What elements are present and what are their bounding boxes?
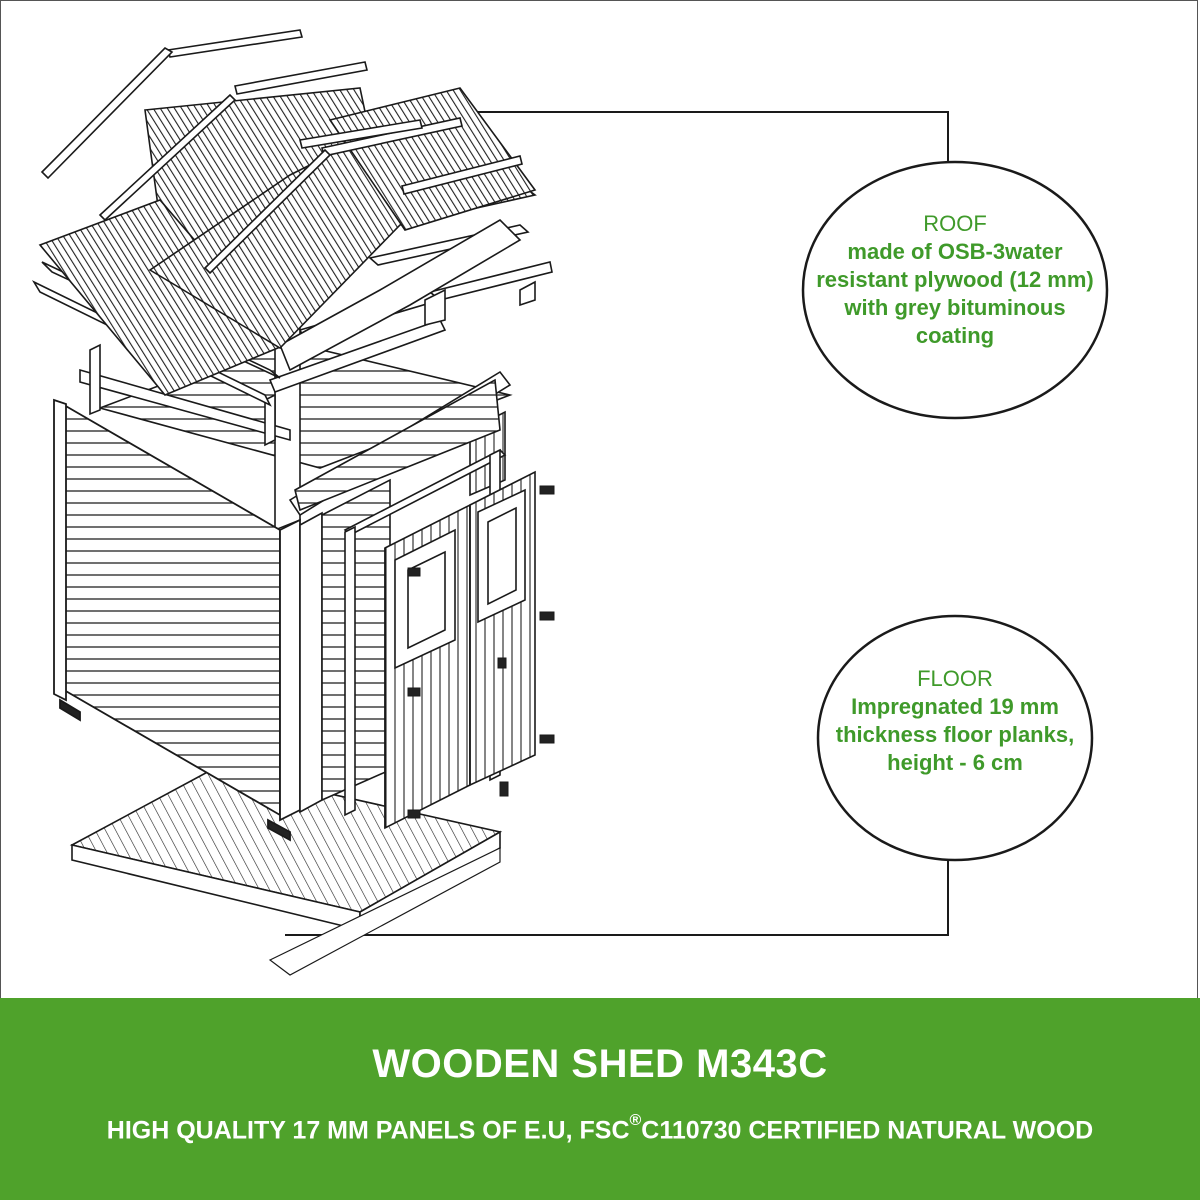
roof-right-pane [148,87,537,372]
floor-platform [69,767,503,976]
roof-trim-strips [40,29,523,275]
roof-callout: ROOF made of OSB-3water resistant plywoo… [805,210,1105,350]
roof-callout-circle [801,160,1109,420]
floor-callout-circle [816,614,1094,862]
roof-callout-line-1: made of OSB-3water [847,239,1063,264]
product-title: WOODEN SHED M343C [372,1042,828,1086]
front-gable [288,370,512,517]
registered-mark: ® [629,1112,642,1129]
roof-callout-line-3: with grey bituminous [844,295,1066,320]
roof-callout-line-4: coating [915,323,995,348]
subtitle-suffix: C110730 CERTIFIED NATURAL WOOD [641,1116,1094,1145]
product-banner: WOODEN SHED M343C HIGH QUALITY 17 MM PAN… [0,998,1200,1200]
hinges [407,485,555,819]
double-doors [384,470,536,830]
floor-callout-line-2: thickness floor planks, [835,722,1075,747]
subtitle-prefix: HIGH QUALITY 17 MM PANELS OF E.U, FSC [106,1116,630,1145]
floor-callout-line-3: height - 6 cm [887,750,1023,775]
shed-exploded-diagram [31,29,1109,976]
floor-callout: FLOOR Impregnated 19 mm thickness floor … [815,665,1095,777]
floor-leader-line [285,850,949,936]
product-subtitle: HIGH QUALITY 17 MM PANELS OF E.U, FSC®C1… [0,1112,1200,1145]
left-wall-panel [53,398,301,842]
floor-callout-title: FLOOR [917,666,993,691]
roof-callout-title: ROOF [923,211,987,236]
roof-callout-line-2: resistant plywood (12 mm) [816,267,1094,292]
floor-callout-line-1: Impregnated 19 mm [851,694,1059,719]
